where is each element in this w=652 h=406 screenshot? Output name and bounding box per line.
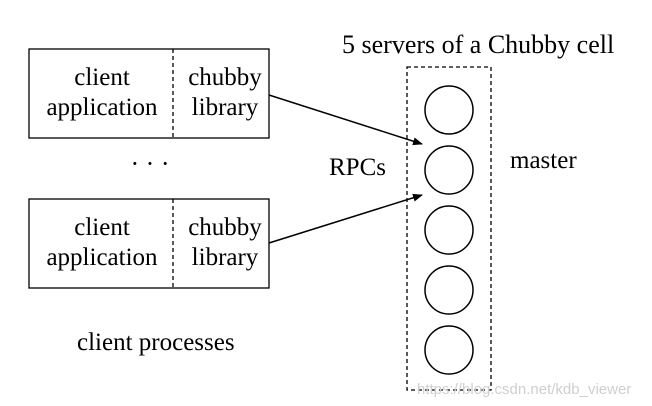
client-application-label-line2: application [46, 94, 158, 121]
server-circle-4 [424, 265, 474, 315]
client-application-label-line1: client [74, 64, 130, 91]
chubby-cell-title: 5 servers of a Chubby cell [342, 30, 614, 59]
rpc-arrow-top [268, 94, 423, 146]
client-application-label-line1: client [74, 214, 130, 241]
ellipsis: · · · [131, 149, 170, 178]
chubby-library-label-line1: chubby [188, 214, 262, 241]
rpc-arrow-bottom [268, 193, 423, 244]
client-application-label-line2: application [46, 244, 158, 271]
client-process-1: client application chubby library [28, 48, 270, 139]
chubby-servers [424, 85, 474, 375]
rpcs-label: RPCs [329, 154, 386, 181]
master-label: master [510, 147, 577, 174]
master-server-circle [424, 145, 474, 195]
chubby-library-label-line2: library [192, 94, 259, 121]
watermark: https://blog.csdn.net/kdb_viewer [417, 381, 631, 398]
client-process-1-box [28, 48, 270, 139]
client-processes-label: client processes [77, 329, 235, 356]
server-circle-5 [424, 325, 474, 375]
chubby-cell-boundary [406, 66, 492, 391]
server-circle-1 [424, 85, 474, 135]
server-circle-3 [424, 205, 474, 255]
client-process-2-box [28, 198, 270, 289]
client-process-2: client application chubby library [28, 198, 270, 289]
chubby-library-label-line2: library [192, 244, 259, 271]
chubby-library-label-line1: chubby [188, 64, 262, 91]
